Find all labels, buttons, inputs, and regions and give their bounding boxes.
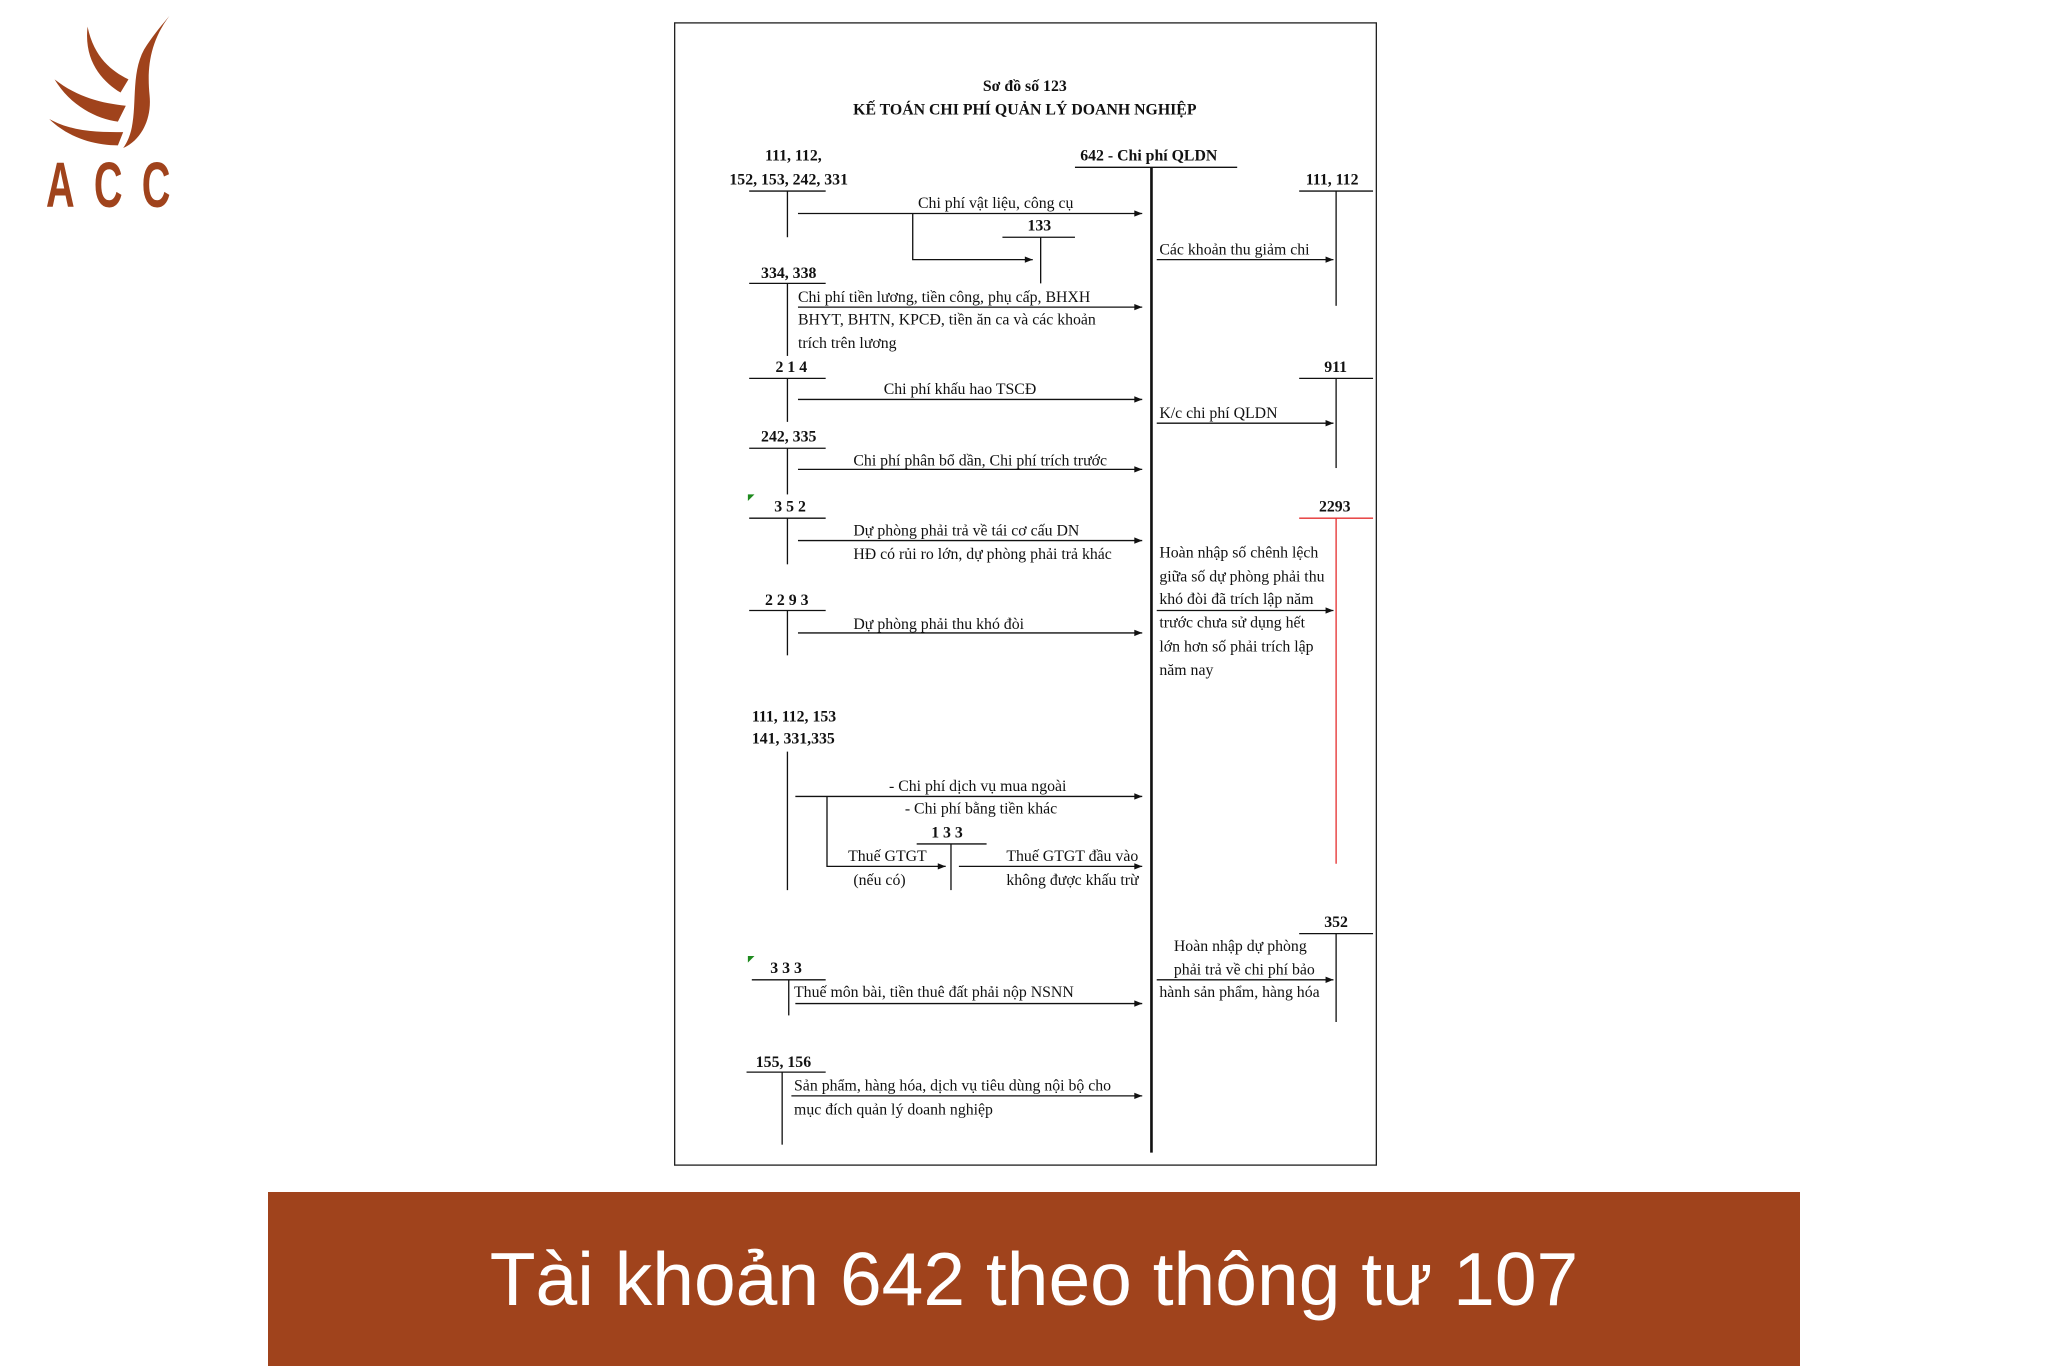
cell-marker-icon [747, 494, 755, 502]
flow-label: BHYT, BHTN, KPCĐ, tiền ăn ca và các khoả… [798, 311, 1096, 328]
debit-entry-outsourced-services: 111, 112, 153 141, 331,335 - Chi phí dịc… [752, 708, 1143, 891]
main-account-label: 642 - Chi phí QLDN [1080, 148, 1218, 165]
debit-entry-internal-consumption: 155, 156 Sản phẩm, hàng hóa, dịch vụ tiê… [746, 1054, 1143, 1145]
account-label: 111, 112, 153 [752, 708, 836, 725]
flow-label: Hoàn nhập dự phòng [1174, 938, 1307, 955]
vat-branch-line [912, 213, 1024, 261]
logo-right-swoosh [123, 16, 170, 148]
debit-entry-materials: 111, 112, 152, 153, 242, 331 Chi phí vật… [729, 148, 1143, 284]
debit-entry-depreciation: 2 1 4 Chi phí khấu hao TSCĐ [749, 359, 1143, 422]
debit-entry-provisions-payable: 3 5 2 Dự phòng phải trả về tái cơ cấu DN… [747, 494, 1143, 565]
flow-label: năm nay [1159, 662, 1213, 679]
brand-logo-text: ACC [46, 149, 190, 221]
debit-entry-salaries: 334, 338 Chi phí tiền lương, tiền công, … [749, 265, 1143, 356]
credit-entry-provision-reversal: 2293 Hoàn nhập số chênh lệch giữa số dự … [1156, 499, 1374, 864]
non-deductible-note: không được khấu trừ [1006, 872, 1139, 889]
flow-label: lớn hơn số phải trích lập [1159, 638, 1313, 655]
flow-label: Thuế môn bài, tiền thuê đất phải nộp NSN… [794, 984, 1074, 1001]
logo-middle-leaf [54, 79, 126, 122]
flow-label: Sản phẩm, hàng hóa, dịch vụ tiêu dùng nộ… [794, 1078, 1111, 1095]
flow-label: K/c chi phí QLDN [1159, 405, 1278, 422]
flow-label: trước chưa sử dụng hết [1159, 615, 1305, 632]
vat-branch-line [826, 796, 937, 868]
account-label: 141, 331,335 [752, 731, 835, 748]
flow-label: Chi phí khấu hao TSCĐ [884, 381, 1037, 398]
cell-marker-icon [747, 956, 755, 963]
flow-label: phải trả về chi phí bảo [1174, 962, 1315, 979]
flow-label: Các khoản thu giảm chi [1159, 241, 1310, 258]
account-label: 155, 156 [756, 1054, 811, 1071]
account-label: 334, 338 [761, 265, 816, 282]
flow-label: HĐ có rủi ro lớn, dự phòng phải trả khác [853, 546, 1111, 563]
flow-label: - Chi phí bằng tiền khác [905, 801, 1057, 818]
credit-entry-closing: 911 K/c chi phí QLDN [1156, 359, 1374, 469]
non-deductible-note: Thuế GTGT đầu vào [1006, 848, 1138, 865]
main-account-t: 642 - Chi phí QLDN [1074, 148, 1238, 1153]
account-label: 2 2 9 3 [765, 592, 809, 609]
flow-label: trích trên lương [798, 335, 897, 352]
account-label: 3 3 3 [770, 960, 802, 977]
flow-label: Dự phòng phải thu khó đòi [853, 616, 1024, 633]
credit-entry-warranty-reversal: 352 Hoàn nhập dự phòng phải trả về chi p… [1156, 914, 1374, 1022]
flow-label: Dự phòng phải trả về tái cơ cấu DN [853, 522, 1080, 539]
debit-entry-doubtful-debts: 2 2 9 3 Dự phòng phải thu khó đòi [749, 592, 1143, 656]
flow-label: Hoàn nhập số chênh lệch [1159, 545, 1318, 562]
debit-entry-taxes: 3 3 3 Thuế môn bài, tiền thuê đất phải n… [747, 956, 1143, 1016]
logo-lower-leaf [49, 118, 124, 146]
account-label: 352 [1324, 914, 1348, 931]
account-label: 242, 335 [761, 429, 816, 446]
banner-title: Tài khoản 642 theo thông tư 107 [489, 1236, 1579, 1321]
flow-label: - Chi phí dịch vụ mua ngoài [889, 778, 1067, 795]
diagram-title: KẾ TOÁN CHI PHÍ QUẢN LÝ DOANH NGHIỆP [853, 100, 1197, 119]
accounting-flow-diagram: Sơ đồ số 123 KẾ TOÁN CHI PHÍ QUẢN LÝ DOA… [674, 22, 1377, 1166]
flow-label: Chi phí tiền lương, tiền công, phụ cấp, … [798, 289, 1090, 306]
account-label: 2 1 4 [776, 359, 808, 376]
account-label: 111, 112 [1306, 171, 1359, 188]
vat-account-label: 133 [1027, 218, 1051, 235]
flow-label: mục đích quản lý doanh nghiệp [794, 1101, 993, 1118]
account-label: 111, 112, [765, 148, 822, 165]
flow-label: Chi phí phân bổ dần, Chi phí trích trước [853, 452, 1107, 469]
flow-label: khó đòi đã trích lập năm [1159, 591, 1314, 608]
title-banner: Tài khoản 642 theo thông tư 107 [268, 1192, 1800, 1366]
vat-note: Thuế GTGT [848, 848, 927, 865]
flow-label: Chi phí vật liệu, công cụ [918, 195, 1074, 212]
debit-entry-allocation: 242, 335 Chi phí phân bổ dần, Chi phí tr… [749, 429, 1143, 495]
account-label: 3 5 2 [774, 499, 806, 516]
logo-upper-leaf [87, 26, 129, 93]
vat-note: (nếu có) [853, 872, 905, 889]
diagram-caption: Sơ đồ số 123 [983, 78, 1067, 95]
flow-label: hành sản phẩm, hàng hóa [1159, 984, 1319, 1001]
flow-label: giữa số dự phòng phải thu [1159, 568, 1324, 585]
credit-entry-cost-reduction: 111, 112 Các khoản thu giảm chi [1156, 171, 1374, 306]
account-label: 911 [1324, 359, 1347, 376]
vat-account-label: 1 3 3 [931, 824, 963, 841]
acc-flame-logo-icon [49, 16, 170, 148]
account-label: 2293 [1319, 499, 1351, 516]
account-label: 152, 153, 242, 331 [729, 171, 848, 188]
